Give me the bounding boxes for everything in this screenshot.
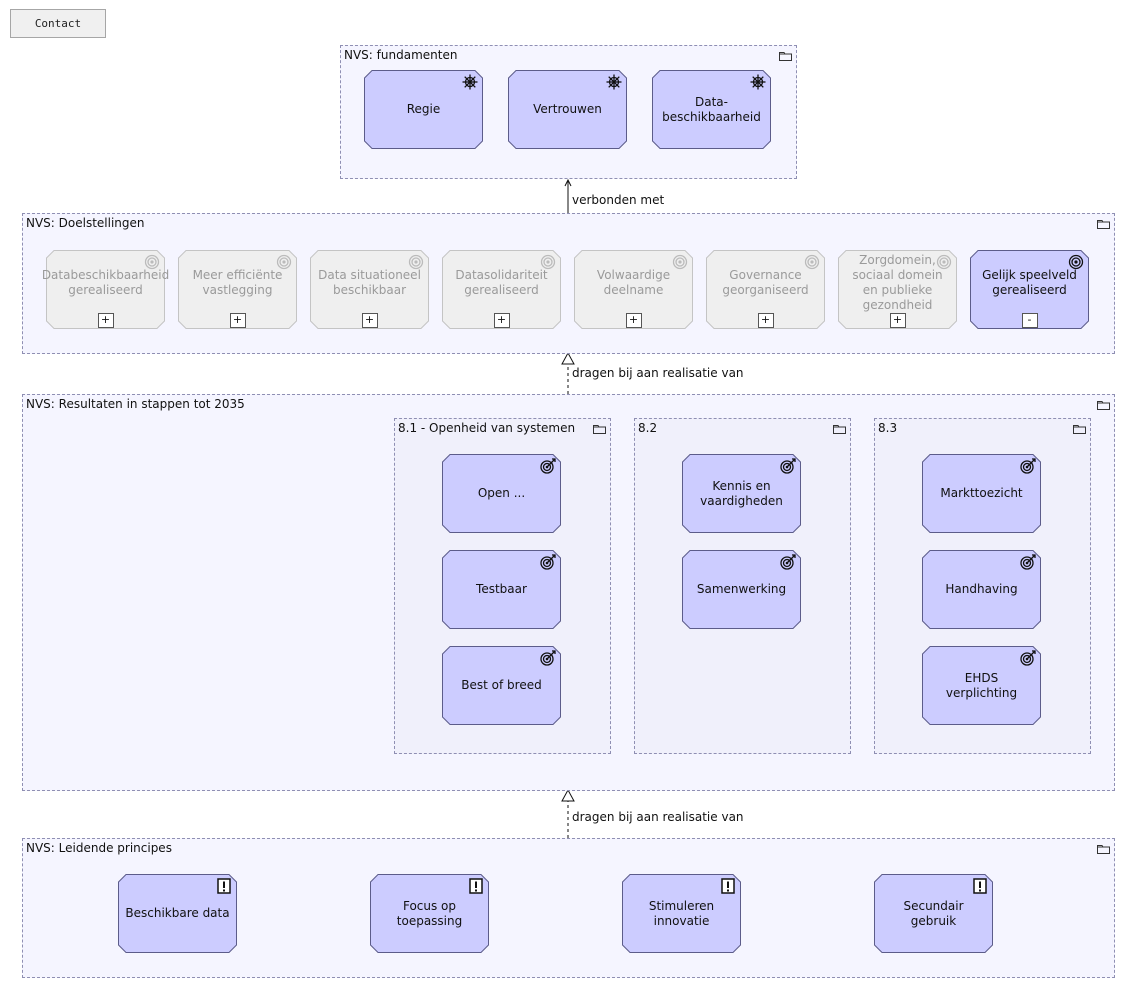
principle-focus-op-toepassing[interactable]: Focus op toepassing — [370, 874, 489, 953]
goal-volwaardige-deelname[interactable]: Volwaardige deelname + — [574, 250, 693, 329]
relation-realisatie-2 — [561, 788, 575, 838]
element-label: Focus op toepassing — [396, 898, 463, 928]
folder-icon — [833, 424, 846, 434]
expand-button[interactable]: + — [493, 313, 510, 328]
exclamation-icon — [972, 878, 988, 894]
relation-realisatie-1 — [561, 351, 575, 394]
target-arrow-icon — [780, 458, 796, 474]
folder-icon — [1097, 844, 1110, 854]
group-title: NVS: Resultaten in stappen tot 2035 — [26, 397, 245, 411]
goal-databeschikbaarheid[interactable]: Databeschikbaarheid gerealiseerd + — [42, 250, 169, 329]
element-label: Volwaardige deelname — [596, 267, 671, 297]
target-arrow-icon — [1020, 458, 1036, 474]
element-label: Data- beschikbaarheid — [662, 94, 761, 124]
goal-gelijk-speelveld[interactable]: Gelijk speelveld gerealiseerd - — [970, 250, 1089, 329]
outcome-testbaar[interactable]: Testbaar — [442, 550, 561, 629]
outcome-kennis[interactable]: Kennis en vaardigheden — [682, 454, 801, 533]
expand-button[interactable]: + — [361, 313, 378, 328]
relation-verbonden-met — [564, 178, 572, 213]
expand-button[interactable]: + — [889, 313, 906, 328]
target-arrow-icon — [540, 554, 556, 570]
element-label: Databeschikbaarheid gerealiseerd — [41, 267, 170, 297]
exclamation-icon — [468, 878, 484, 894]
principle-secundair-gebruik[interactable]: Secundair gebruik — [874, 874, 993, 953]
element-label: Kennis en vaardigheden — [700, 478, 783, 508]
element-label: Datasolidariteit gerealiseerd — [455, 267, 548, 297]
expand-button[interactable]: + — [97, 313, 114, 328]
goal-zorgdomein[interactable]: Zorgdomein, sociaal domein en publieke g… — [838, 250, 957, 329]
folder-icon — [593, 424, 606, 434]
element-label: Secundair gebruik — [903, 898, 964, 928]
target-arrow-icon — [540, 458, 556, 474]
collapse-button[interactable]: - — [1021, 313, 1038, 328]
element-label: Handhaving — [945, 582, 1018, 596]
goal-efficiente-vastlegging[interactable]: Meer efficiënte vastlegging + — [178, 250, 297, 329]
group-title: 8.2 — [638, 421, 658, 435]
helm-icon — [606, 74, 622, 90]
group-title: NVS: Leidende principes — [26, 841, 172, 855]
expand-button[interactable]: + — [625, 313, 642, 328]
outcome-markttoezicht[interactable]: Markttoezicht — [922, 454, 1041, 533]
folder-icon — [1073, 424, 1086, 434]
folder-icon — [1097, 219, 1110, 229]
folder-icon — [779, 51, 792, 61]
element-label: Best of breed — [461, 678, 542, 692]
driver-regie[interactable]: Regie — [364, 70, 483, 149]
exclamation-icon — [216, 878, 232, 894]
target-arrow-icon — [540, 650, 556, 666]
element-label: Open ... — [477, 486, 526, 500]
expand-button[interactable]: + — [757, 313, 774, 328]
goal-governance[interactable]: Governance georganiseerd + — [706, 250, 825, 329]
element-label: Stimuleren innovatie — [648, 898, 715, 928]
driver-databeschikbaarheid[interactable]: Data- beschikbaarheid — [652, 70, 771, 149]
outcome-open[interactable]: Open ... — [442, 454, 561, 533]
contact-button[interactable]: Contact — [10, 9, 106, 38]
relation-label-realisatie-1: dragen bij aan realisatie van — [572, 366, 744, 380]
element-label: Data situationeel beschikbaar — [318, 267, 421, 297]
goal-data-situationeel[interactable]: Data situationeel beschikbaar + — [310, 250, 429, 329]
goal-datasolidariteit[interactable]: Datasolidariteit gerealiseerd + — [442, 250, 561, 329]
element-label: Gelijk speelveld gerealiseerd — [982, 267, 1077, 297]
target-arrow-icon — [1020, 650, 1036, 666]
element-label: Markttoezicht — [940, 486, 1023, 500]
element-label: Meer efficiënte vastlegging — [192, 267, 283, 297]
principle-stimuleren-innovatie[interactable]: Stimuleren innovatie — [622, 874, 741, 953]
outcome-handhaving[interactable]: Handhaving — [922, 550, 1041, 629]
element-label: Testbaar — [476, 582, 527, 596]
helm-icon — [462, 74, 478, 90]
target-arrow-icon — [1020, 554, 1036, 570]
folder-icon — [1097, 400, 1110, 410]
helm-icon — [750, 74, 766, 90]
element-label: EHDS verplichting — [945, 670, 1018, 700]
outcome-best-of-breed[interactable]: Best of breed — [442, 646, 561, 725]
principle-beschikbare-data[interactable]: Beschikbare data — [118, 874, 237, 953]
exclamation-icon — [720, 878, 736, 894]
element-label: Vertrouwen — [533, 102, 602, 116]
element-label: Beschikbare data — [125, 906, 230, 920]
outcome-ehds[interactable]: EHDS verplichting — [922, 646, 1041, 725]
relation-label-realisatie-2: dragen bij aan realisatie van — [572, 810, 744, 824]
expand-button[interactable]: + — [229, 313, 246, 328]
element-label: Governance georganiseerd — [722, 267, 809, 297]
element-label: Regie — [406, 102, 441, 116]
group-title: NVS: fundamenten — [344, 48, 458, 62]
target-arrow-icon — [780, 554, 796, 570]
group-title: NVS: Doelstellingen — [26, 216, 145, 230]
element-label: Samenwerking — [696, 582, 787, 596]
group-title: 8.1 - Openheid van systemen — [398, 421, 576, 435]
relation-label-verbonden-met: verbonden met — [572, 193, 665, 207]
element-label: Zorgdomein, sociaal domein en publieke g… — [852, 252, 943, 312]
group-title: 8.3 — [878, 421, 898, 435]
driver-vertrouwen[interactable]: Vertrouwen — [508, 70, 627, 149]
outcome-samenwerking[interactable]: Samenwerking — [682, 550, 801, 629]
